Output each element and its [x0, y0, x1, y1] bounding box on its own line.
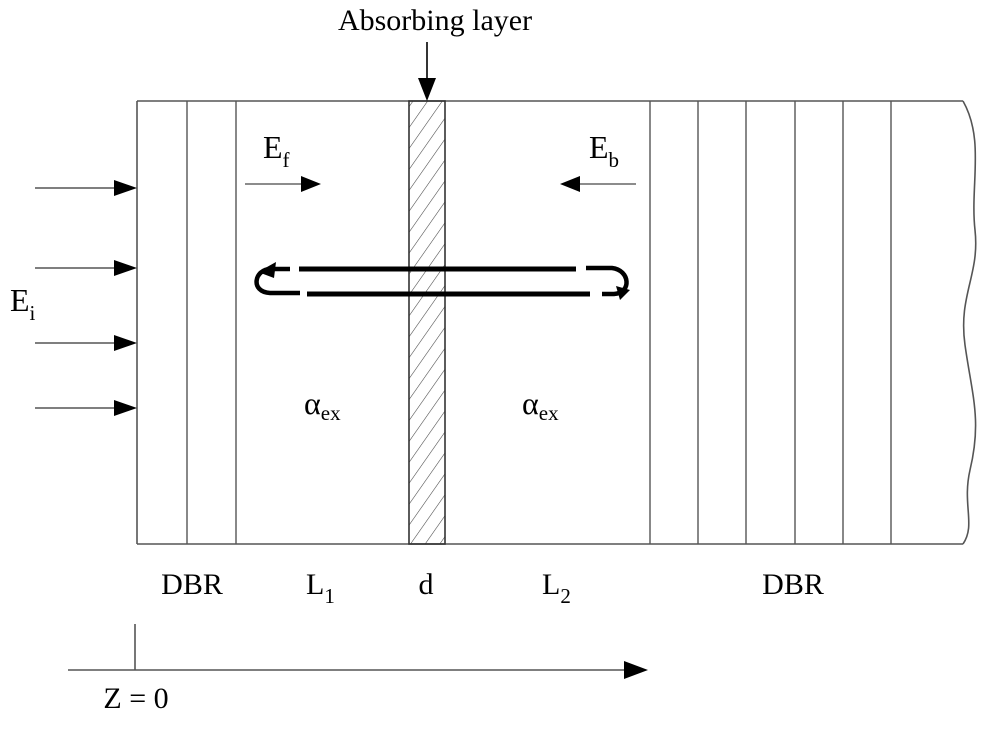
absorbing-layer — [408, 100, 446, 545]
callout-arrow — [418, 42, 436, 101]
incident-arrow — [35, 335, 137, 351]
region-label-dbr-right: DBR — [762, 568, 824, 601]
right-turn-arc — [586, 265, 629, 297]
region-label-d: d — [419, 568, 434, 601]
device-outline — [136, 100, 977, 545]
absorption-left-label: αex — [304, 385, 341, 425]
incident-arrow — [35, 260, 137, 276]
z-origin-label: Z = 0 — [103, 682, 168, 715]
region-label-dbr-left: DBR — [161, 568, 223, 601]
absorbing-layer-label: Absorbing layer — [338, 4, 532, 37]
round-trip-symbol — [254, 262, 630, 300]
region-label-l1: L1 — [306, 568, 335, 608]
right-turn-arrowhead-icon — [616, 286, 630, 300]
incident-arrowhead-icon — [114, 180, 137, 196]
z-axis — [68, 624, 648, 679]
incident-field-arrows — [35, 180, 137, 416]
incident-arrowhead-icon — [114, 260, 137, 276]
incident-arrowhead-icon — [114, 400, 137, 416]
callout-arrowhead-icon — [418, 78, 436, 101]
z-axis-arrowhead-icon — [624, 661, 648, 679]
dbr-left-layers — [186, 101, 237, 544]
forward-field-label: Ef — [263, 129, 290, 172]
incident-arrowhead-icon — [114, 335, 137, 351]
incident-arrow — [35, 400, 137, 416]
forward-field-arrow — [245, 176, 321, 192]
incident-arrow — [35, 180, 137, 196]
backward-field-arrow — [560, 176, 636, 192]
dbr-right-layers — [649, 101, 892, 544]
incident-field-label: Ei — [10, 282, 36, 325]
region-label-l2: L2 — [542, 568, 571, 608]
backward-field-label: Eb — [589, 129, 619, 172]
backward-arrowhead-icon — [560, 176, 580, 192]
forward-arrowhead-icon — [301, 176, 321, 192]
absorption-right-label: αex — [522, 385, 559, 425]
outline-right-wavy-edge — [962, 100, 977, 545]
left-turn-arrowhead-icon — [258, 262, 276, 278]
